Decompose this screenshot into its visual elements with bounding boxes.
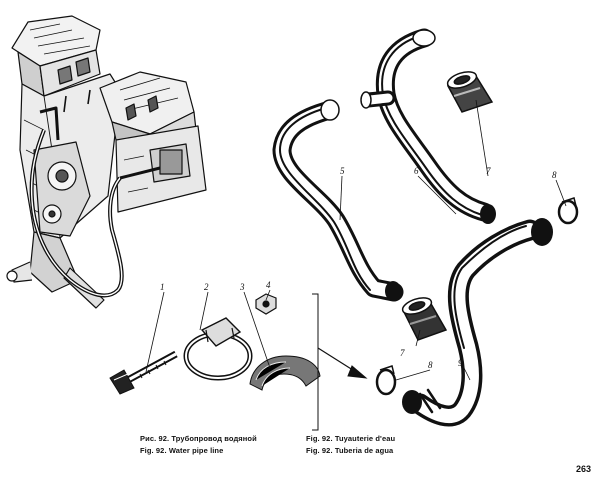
hose-7-lower bbox=[401, 297, 448, 341]
callout-8-lower: 8 bbox=[428, 360, 433, 370]
hose-7-upper bbox=[446, 71, 494, 113]
callout-7-upper: 7 bbox=[486, 166, 491, 176]
bolt-1 bbox=[109, 350, 178, 395]
caption-english: Fig. 92. Water pipe line bbox=[140, 446, 224, 455]
pipe-5 bbox=[272, 99, 404, 302]
hose-clamp-3 bbox=[249, 355, 321, 391]
pipe-9 bbox=[402, 218, 553, 427]
callout-3: 3 bbox=[239, 282, 245, 292]
callout-8-upper: 8 bbox=[552, 170, 557, 180]
callout-9: 9 bbox=[458, 358, 463, 368]
engine-drawing bbox=[6, 15, 207, 309]
caption-french: Fig. 92. Tuyauterie d'eau bbox=[306, 434, 396, 443]
caption-spanish: Fig. 92. Tuberia de agua bbox=[306, 446, 394, 455]
clamp-8-lower bbox=[375, 365, 397, 396]
clamp-2 bbox=[183, 317, 253, 381]
callout-5: 5 bbox=[340, 166, 345, 176]
clamp-8-upper bbox=[557, 197, 579, 225]
callout-numbers: 1 2 3 4 5 6 7 8 9 7 8 bbox=[160, 166, 557, 370]
callout-1: 1 bbox=[160, 282, 165, 292]
callout-2: 2 bbox=[204, 282, 209, 292]
leader-lines bbox=[145, 99, 567, 381]
caption-russian: Рис. 92. Трубопровод водяной bbox=[140, 434, 257, 443]
callout-6: 6 bbox=[414, 166, 419, 176]
page-number: 263 bbox=[576, 464, 592, 474]
callout-4: 4 bbox=[266, 280, 271, 290]
assembly-arrow bbox=[312, 293, 368, 431]
callout-7-lower: 7 bbox=[400, 348, 405, 358]
nut-4 bbox=[255, 293, 277, 315]
pipe-6 bbox=[360, 28, 496, 224]
